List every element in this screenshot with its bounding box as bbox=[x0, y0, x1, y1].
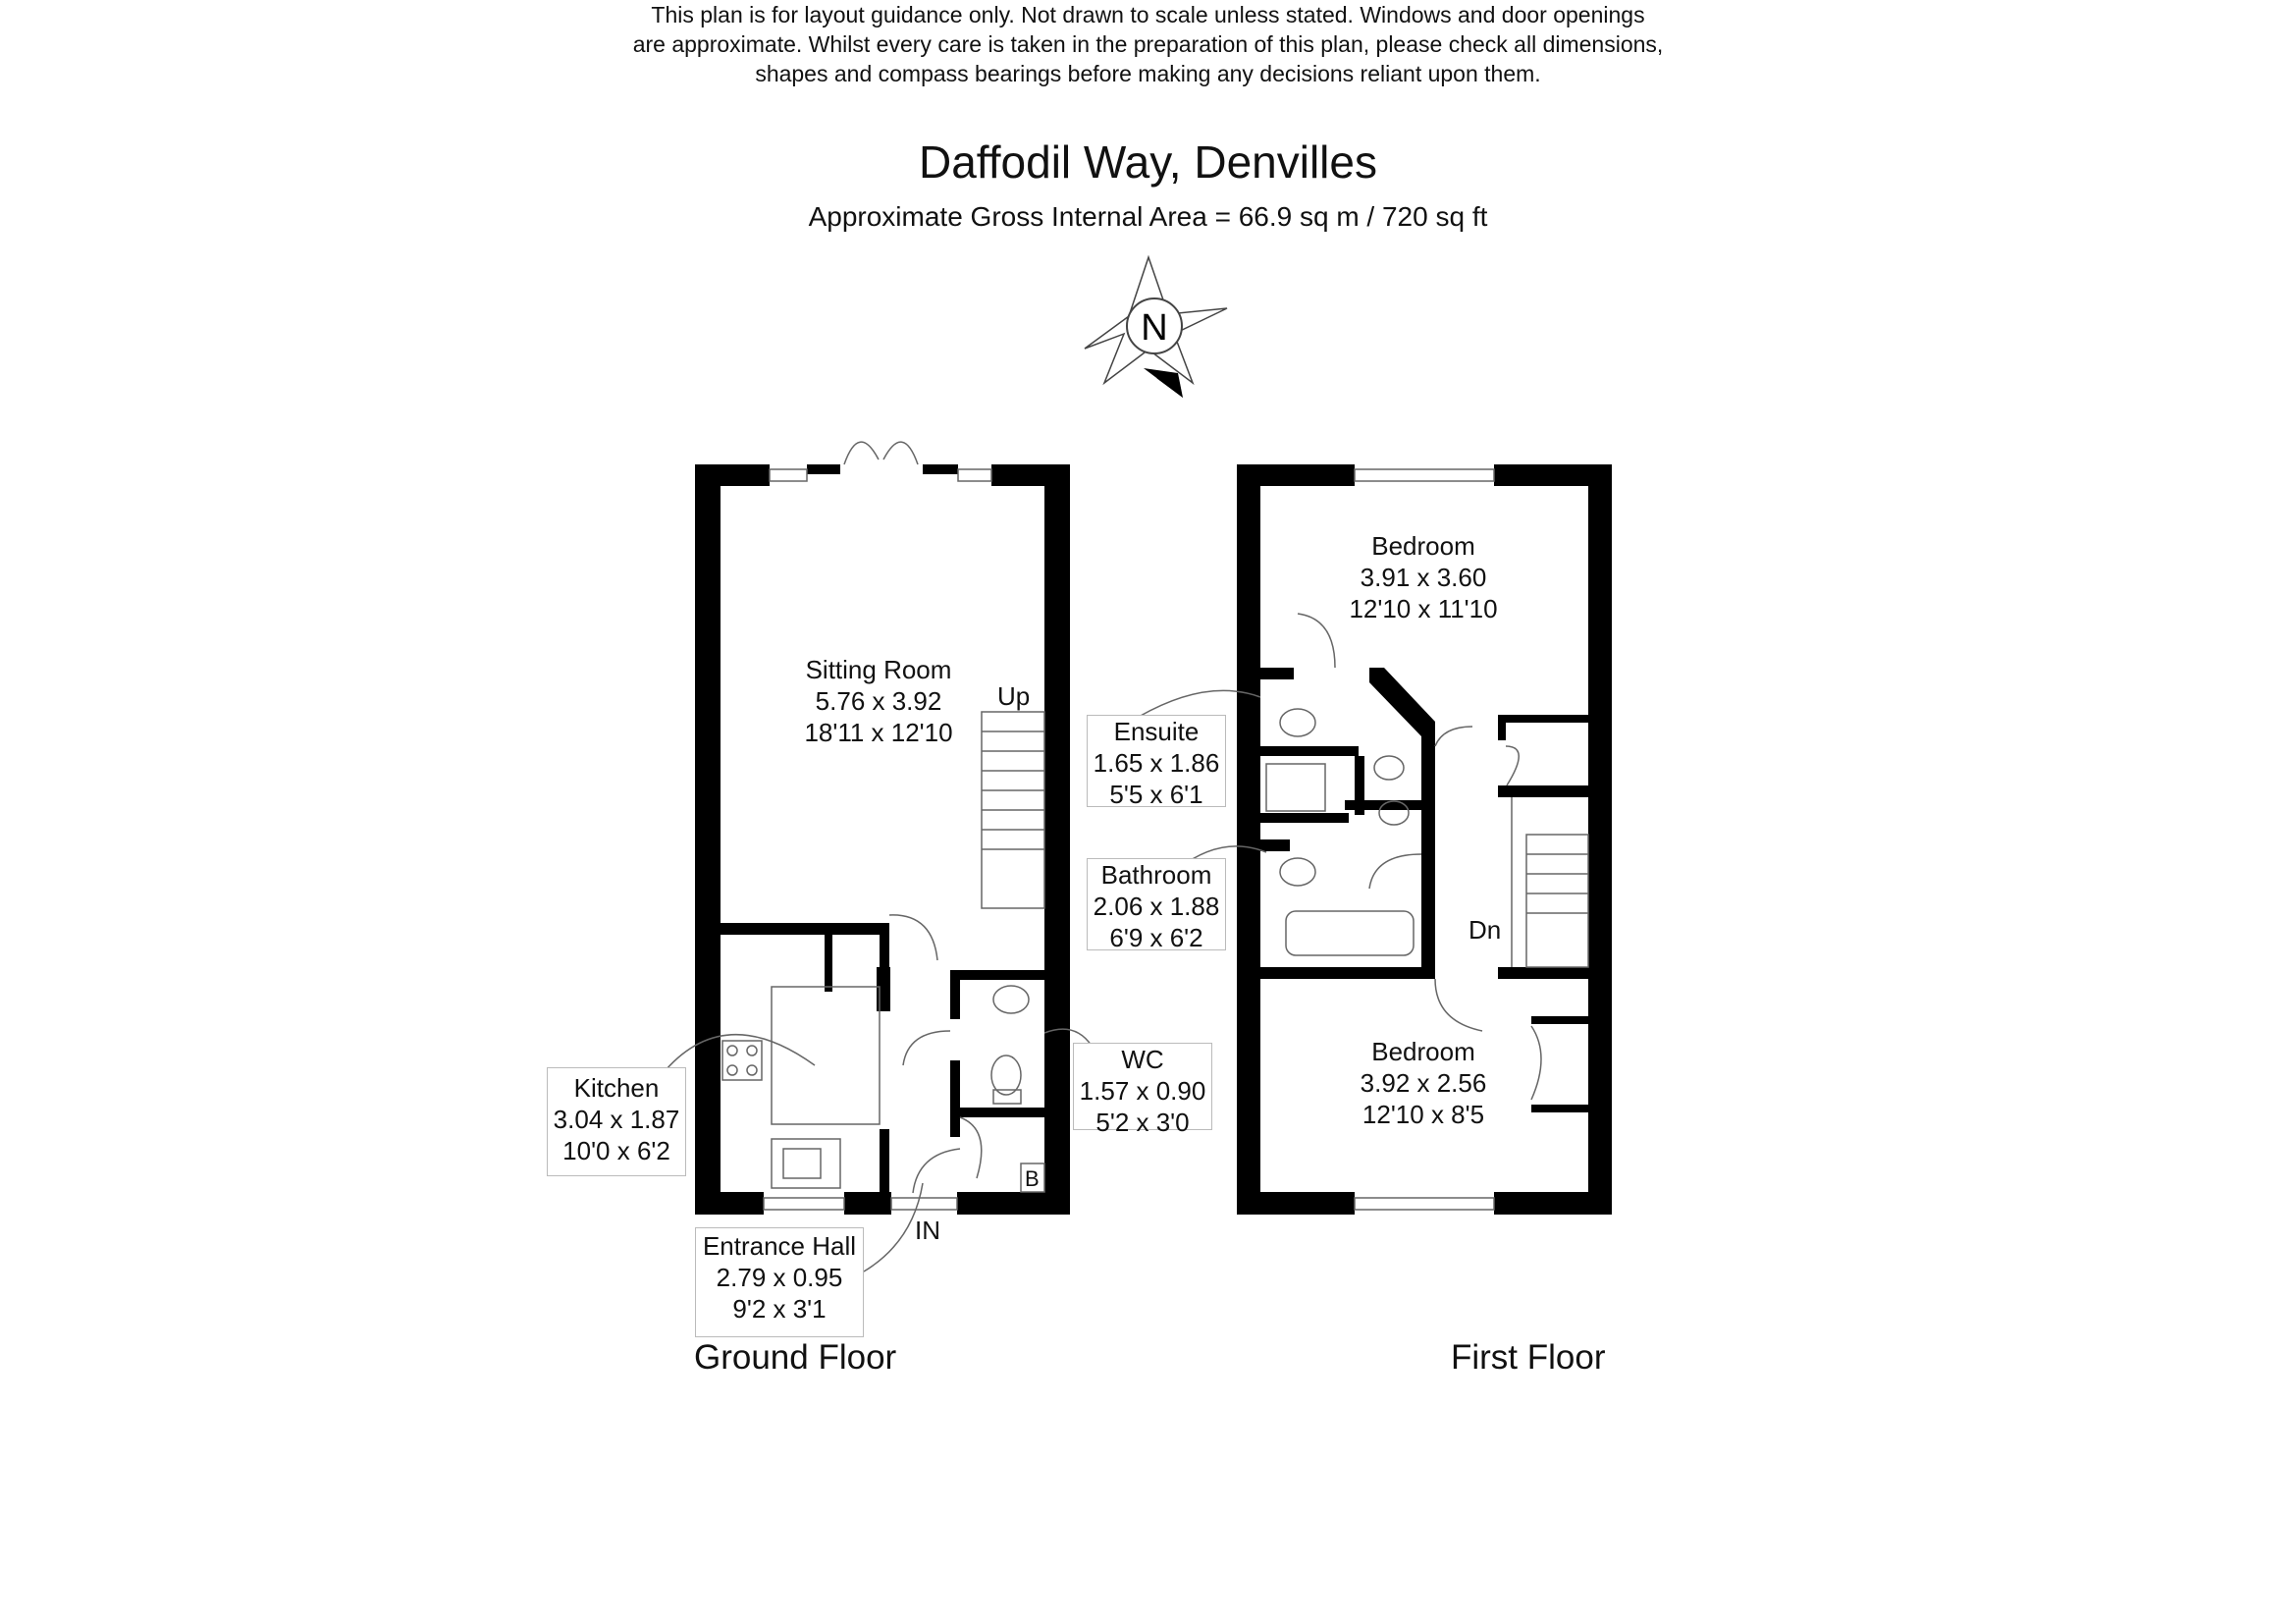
first-floor-title: First Floor bbox=[1451, 1338, 1606, 1377]
entrance-hall-label: Entrance Hall 2.79 x 0.95 9'2 x 3'1 bbox=[695, 1227, 864, 1337]
bedroom-1-label: Bedroom 3.91 x 3.60 12'10 x 11'10 bbox=[1349, 531, 1498, 623]
bedroom-2-label: Bedroom 3.92 x 2.56 12'10 x 8'5 bbox=[1360, 1037, 1487, 1129]
disclaimer: This plan is for layout guidance only. N… bbox=[0, 0, 2296, 88]
page-title: Daffodil Way, Denvilles bbox=[919, 136, 1377, 188]
bathroom-label: Bathroom 2.06 x 1.88 6'9 x 6'2 bbox=[1087, 858, 1226, 952]
disclaimer-line: This plan is for layout guidance only. N… bbox=[651, 2, 1645, 27]
first-floor-walls bbox=[1237, 464, 1612, 1215]
ensuite-label: Ensuite 1.65 x 1.86 5'5 x 6'1 bbox=[1087, 715, 1226, 809]
entry-in-label: IN bbox=[915, 1216, 940, 1245]
page-subtitle: Approximate Gross Internal Area = 66.9 s… bbox=[808, 201, 1488, 232]
compass-letter: N bbox=[1141, 307, 1167, 349]
boiler-label: B bbox=[1025, 1166, 1040, 1191]
wc-label: WC 1.57 x 0.90 5'2 x 3'0 bbox=[1073, 1043, 1212, 1137]
compass-icon: N bbox=[1084, 254, 1228, 398]
ground-floor-walls bbox=[695, 464, 1070, 1215]
ground-floor-title: Ground Floor bbox=[694, 1338, 897, 1377]
disclaimer-line: shapes and compass bearings before makin… bbox=[755, 61, 1541, 86]
stairs-up-label: Up bbox=[997, 681, 1031, 711]
kitchen-label: Kitchen 3.04 x 1.87 10'0 x 6'2 bbox=[547, 1067, 686, 1176]
ground-floor-fixtures bbox=[665, 441, 1093, 1272]
stairs-down-label: Dn bbox=[1468, 915, 1502, 945]
disclaimer-line: are approximate. Whilst every care is ta… bbox=[632, 31, 1664, 57]
sitting-room-label: Sitting Room 5.76 x 3.92 18'11 x 12'10 bbox=[804, 655, 953, 747]
first-floor-fixtures bbox=[1138, 468, 1589, 1211]
